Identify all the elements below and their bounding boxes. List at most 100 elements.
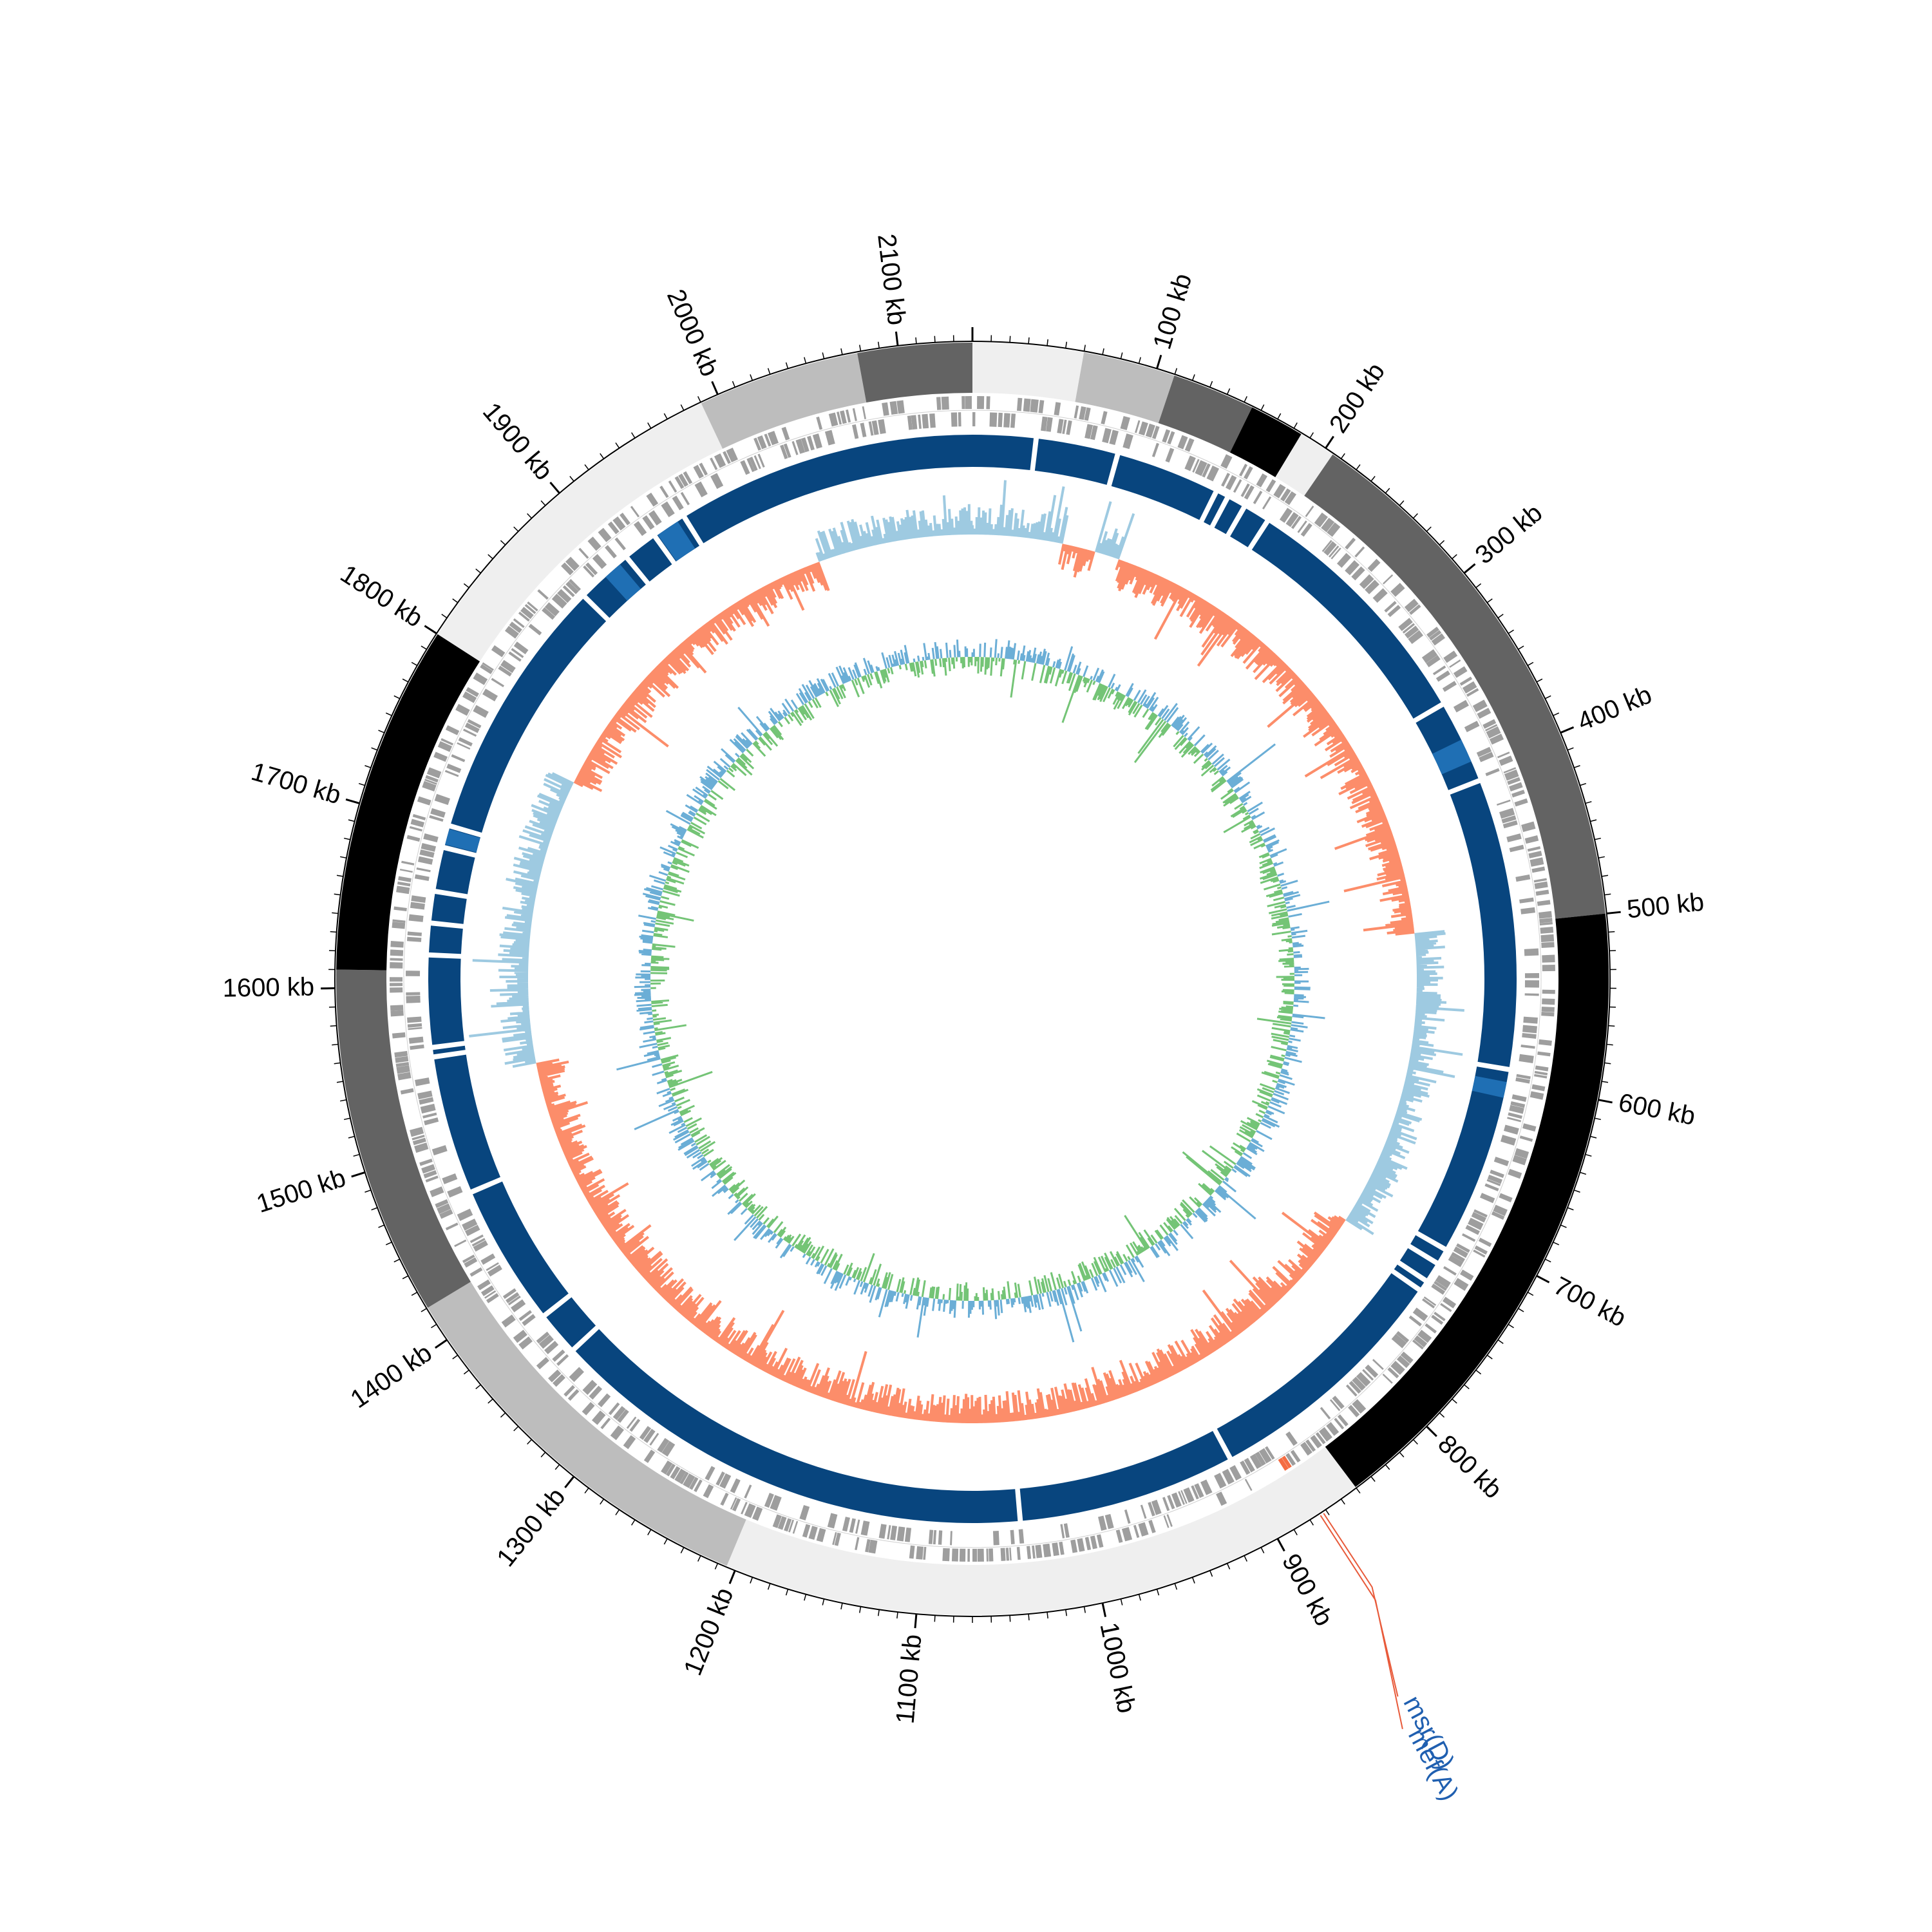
cds-block: [989, 1548, 994, 1562]
cds-block: [390, 949, 404, 956]
cds-block: [772, 1514, 782, 1528]
cds-block: [1534, 881, 1548, 889]
minor-tick: [569, 476, 574, 482]
cds-block: [569, 579, 582, 591]
minor-tick: [1604, 893, 1611, 896]
minor-tick: [1412, 513, 1418, 519]
cds-block: [1030, 399, 1039, 413]
minor-tick: [452, 1354, 459, 1359]
cds-block: [1501, 815, 1517, 824]
minor-tick: [1138, 1594, 1141, 1601]
minor-tick: [732, 381, 735, 388]
cds-block: [1005, 1548, 1010, 1561]
cds-block: [1239, 464, 1248, 477]
major-tick: [1276, 1538, 1285, 1552]
cds-block: [1084, 424, 1094, 439]
minor-tick: [554, 1464, 560, 1470]
minor-tick: [378, 1224, 385, 1228]
cds-block: [868, 421, 874, 436]
minor-tick: [714, 1563, 719, 1569]
gc-skew-positive: [616, 639, 1330, 1343]
cds-block: [430, 808, 446, 818]
cds-block: [977, 1548, 984, 1562]
cds-block: [989, 412, 998, 427]
cds-block: [890, 1525, 898, 1540]
cds-block: [1390, 582, 1405, 597]
minor-tick: [1585, 800, 1592, 804]
minor-tick: [1226, 1563, 1231, 1569]
scale-label: 700 kb: [1549, 1271, 1631, 1332]
cds-block: [1530, 1091, 1544, 1100]
cds-block: [1178, 1491, 1185, 1505]
cds-block: [482, 688, 498, 702]
cds-block: [799, 1505, 810, 1520]
cds-block: [407, 1016, 422, 1023]
blast-hit: [1399, 1248, 1435, 1278]
minor-tick: [1560, 1224, 1567, 1228]
minor-tick: [1553, 1242, 1560, 1245]
cds-block: [1409, 604, 1421, 615]
cds-block: [1396, 1355, 1410, 1368]
cds-block: [1539, 922, 1553, 926]
cds-block: [1519, 1135, 1533, 1142]
cds-block: [501, 1314, 516, 1328]
cds-block: [406, 835, 421, 842]
cds-block: [661, 501, 675, 518]
minor-tick: [785, 362, 789, 369]
cds-block: [400, 1088, 414, 1095]
cds-block: [467, 719, 482, 728]
cds-block: [1387, 1367, 1399, 1379]
minor-tick: [1497, 1339, 1504, 1344]
cds-block: [426, 767, 442, 779]
scale-label: 500 kb: [1625, 888, 1705, 924]
cds-block: [1331, 547, 1341, 560]
blast-hit: [435, 849, 475, 895]
cds-block: [1297, 520, 1307, 533]
minor-tick: [330, 931, 337, 933]
major-tick: [1156, 354, 1162, 369]
cds-block: [421, 842, 437, 852]
minor-tick: [1594, 1117, 1602, 1121]
cds-block: [828, 412, 838, 427]
cds-block: [1539, 918, 1553, 923]
minor-tick: [1580, 782, 1587, 786]
cds-block: [1473, 1249, 1486, 1258]
cds-block: [694, 481, 708, 498]
cds-block: [410, 902, 425, 910]
cds-block: [1396, 1331, 1410, 1343]
cds-block: [524, 603, 536, 614]
cds-block: [783, 443, 791, 459]
cds-block: [1138, 1522, 1149, 1537]
cds-block: [958, 412, 961, 427]
cds-block: [556, 1354, 569, 1366]
cds-block: [417, 856, 433, 865]
major-tick: [895, 331, 899, 346]
minor-tick: [1590, 1135, 1597, 1139]
cds-block: [1482, 719, 1497, 729]
cds-block: [887, 1525, 891, 1540]
cds-block: [1507, 1117, 1522, 1122]
blast-hit: [1410, 1235, 1444, 1261]
cds-block: [412, 1137, 426, 1146]
cds-block: [951, 1548, 959, 1562]
minor-tick: [877, 341, 880, 348]
major-tick: [728, 1570, 736, 1584]
minor-tick: [365, 765, 372, 768]
minor-tick: [1209, 1570, 1213, 1577]
cds-block: [732, 1498, 741, 1511]
cds-block: [1291, 516, 1302, 529]
cds-block: [1351, 566, 1365, 581]
minor-tick: [680, 404, 685, 411]
cds-block: [1321, 517, 1335, 533]
cds-block: [683, 1473, 696, 1488]
cds-block: [746, 458, 755, 473]
gc-content-below: [536, 544, 1415, 1424]
cds-block: [1523, 1016, 1538, 1024]
cds-block: [454, 1239, 467, 1247]
cds-block: [1520, 907, 1535, 914]
minor-tick: [1120, 352, 1123, 359]
minor-tick: [452, 598, 459, 603]
cds-block: [777, 1516, 787, 1530]
cds-block: [1214, 1473, 1227, 1489]
major-tick: [351, 1171, 366, 1178]
